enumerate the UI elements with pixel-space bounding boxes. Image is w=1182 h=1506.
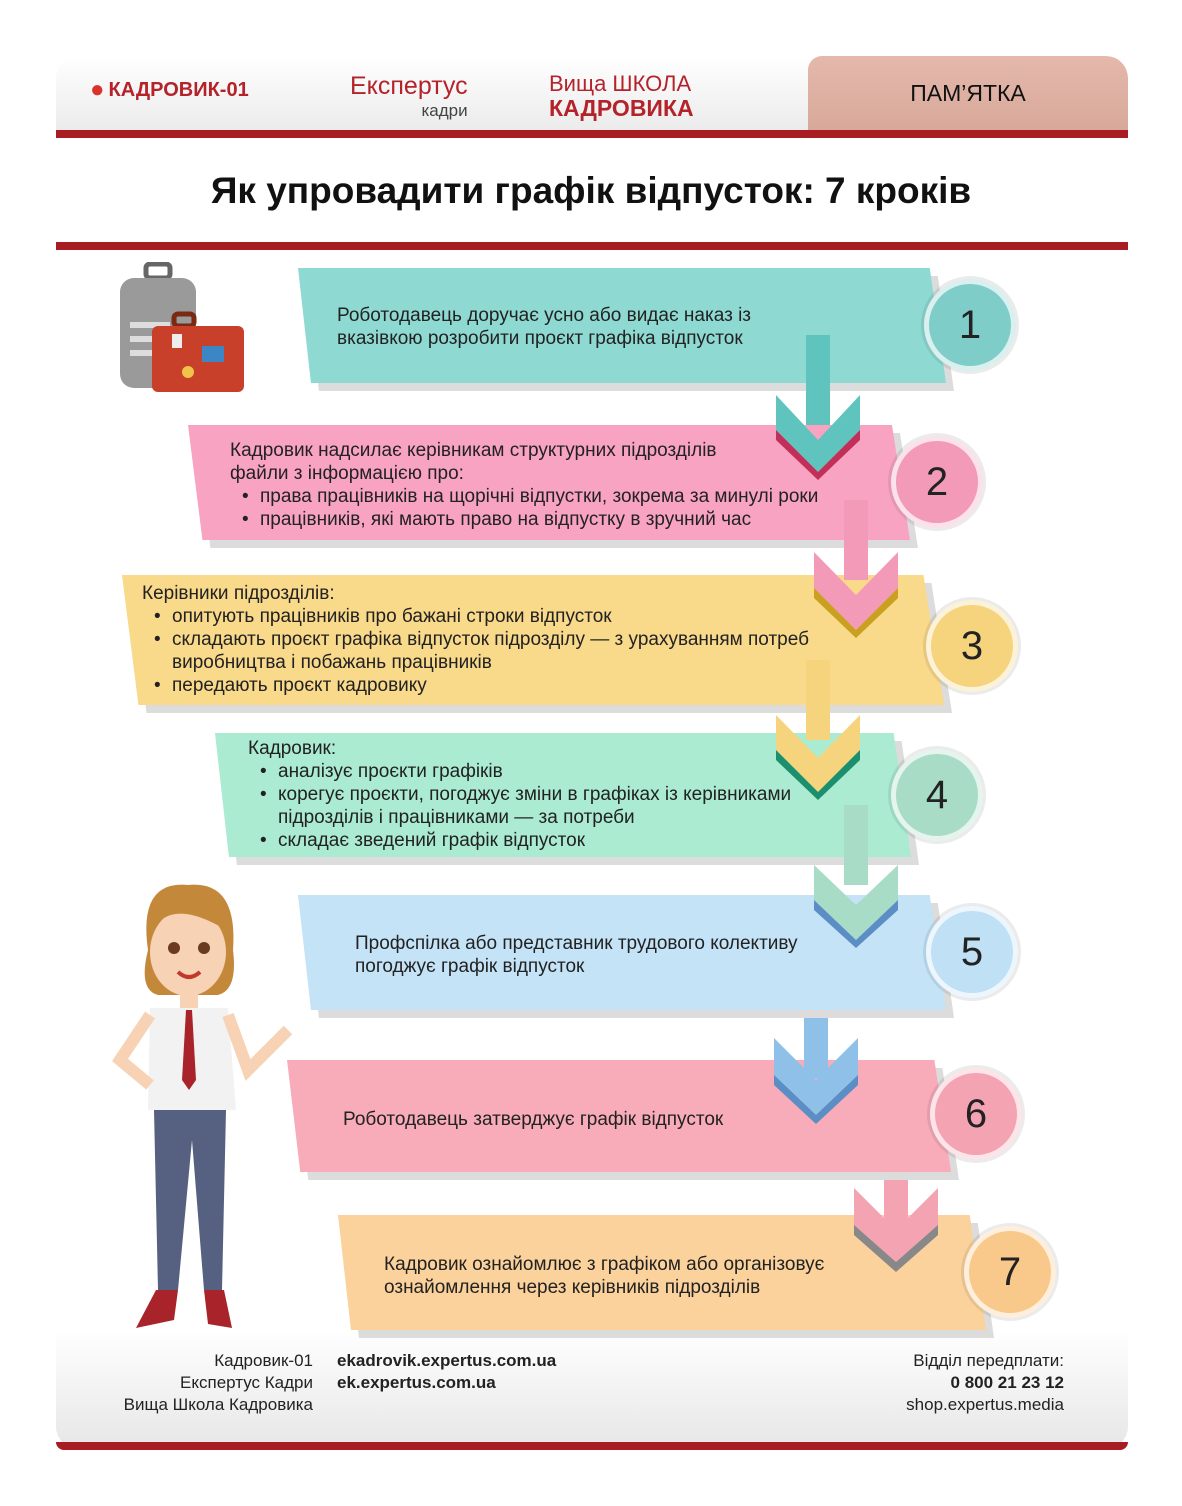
step-text: Роботодавець затверджує графік відпусток (343, 1109, 724, 1130)
divider (56, 1442, 1128, 1450)
site-link[interactable]: ek.expertus.com.ua (337, 1373, 496, 1392)
step-number-2: 2 (891, 436, 983, 528)
step-1: Роботодавець доручає усно або видає нака… (298, 268, 954, 391)
phone-number[interactable]: 0 800 21 23 12 (950, 1373, 1064, 1392)
step-5: Профспілка або представник трудового кол… (298, 895, 954, 1018)
footer-sites: ekadrovik.expertus.com.ua ek.expertus.com… (337, 1350, 556, 1394)
flame-icon: ● (90, 76, 105, 103)
shop-link[interactable]: shop.expertus.media (906, 1395, 1064, 1414)
step-3: Керівники підрозділів: опитують працівни… (122, 575, 952, 713)
step-number-1: 1 (924, 279, 1016, 371)
step-2: Кадровик надсилає керівникам структурних… (188, 425, 918, 548)
hr-woman-illustration (112, 884, 293, 1328)
step-number-5: 5 (926, 906, 1018, 998)
divider (56, 130, 1128, 138)
step-number-4: 4 (891, 749, 983, 841)
step-text: Кадровик надсилає керівникам структурних… (230, 439, 818, 531)
site-link[interactable]: ekadrovik.expertus.com.ua (337, 1351, 557, 1370)
step-text: Керівники підрозділів: опитують працівни… (142, 582, 842, 697)
step-4: Кадровик: аналізує проєкти графіківкорег… (215, 733, 919, 865)
suitcase-icon (120, 262, 244, 392)
step-7: Кадровик ознайомлює з графіком або орган… (338, 1215, 994, 1338)
page-title: Як упровадити графік відпусток: 7 кроків (210, 170, 972, 211)
step-number-7: 7 (964, 1226, 1056, 1318)
step-6: Роботодавець затверджує графік відпусток (287, 1060, 959, 1180)
memo-badge: ПАМ’ЯТКА (808, 56, 1128, 130)
logo-kadrovik[interactable]: ●КАДРОВИК-01 (90, 76, 249, 103)
step-number-3: 3 (926, 600, 1018, 692)
step-text: Роботодавець доручає усно або видає нака… (337, 305, 752, 349)
footer-subscription: Відділ передплати: 0 800 21 23 12 shop.e… (800, 1350, 1064, 1416)
step-text: Кадровик: аналізує проєкти графіківкорег… (248, 737, 808, 852)
step-text: Кадровик ознайомлює з графіком або орган… (384, 1254, 825, 1298)
step-text: Профспілка або представник трудового кол… (355, 933, 798, 977)
step-number-6: 6 (930, 1068, 1022, 1160)
